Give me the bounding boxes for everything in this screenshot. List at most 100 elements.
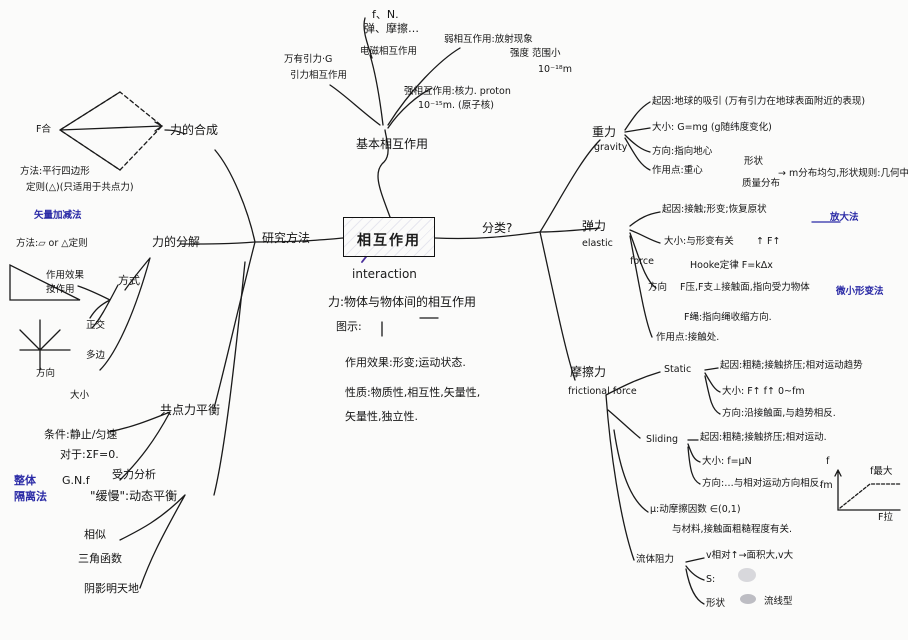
decomp-method: 方法:▱ or △定则 xyxy=(16,238,88,249)
gravity-title: 重力 xyxy=(592,125,617,139)
gravity-dir: 方向:指向地心 xyxy=(652,146,713,157)
center-subtitle: interaction xyxy=(352,267,417,281)
similar-text: 相似 xyxy=(84,528,106,541)
sliding-label: Sliding xyxy=(646,434,679,445)
decomp-branches xyxy=(77,284,119,329)
classification-label: 分类? xyxy=(482,221,513,235)
definition-text: 力:物体与物体间的相互作用 xyxy=(328,295,477,309)
top-elastic-friction: 弹、摩擦… xyxy=(364,22,419,35)
effect-text: 作用效果:形变;运动状态. xyxy=(345,356,466,369)
branch-right-friction xyxy=(539,231,576,381)
top-strong: 强相互作用:核力. proton xyxy=(404,86,511,97)
sliding-origin: 起因:粗糙;接触挤压;相对运动. xyxy=(700,432,827,443)
graph-f-label: f xyxy=(826,456,830,467)
fish-icon xyxy=(740,594,756,604)
elastic-origin: 起因:接触;形变;恢复原状 xyxy=(662,204,767,215)
composition-method: 方法:平行四边形 xyxy=(20,166,90,177)
top-gravity: 万有引力·G xyxy=(284,54,333,65)
direction-label: 方向 xyxy=(36,368,56,379)
gravity-size: 大小: G=mg (g随纬度变化) xyxy=(652,122,772,133)
decomp-axes xyxy=(19,319,71,371)
static-size: 大小: F↑ f↑ 0~fm xyxy=(722,386,805,397)
graph-f0-label: F拉 xyxy=(878,512,893,523)
decomp-link xyxy=(99,257,151,371)
hooke-law: Hooke定律 F=kΔx xyxy=(690,260,773,271)
branch-friction-mu xyxy=(613,429,649,513)
branch-friction-down xyxy=(605,394,635,561)
mu-text-2: 与材料,接触面粗糙程度有关. xyxy=(672,524,793,535)
branch-top-2 xyxy=(369,54,384,126)
top-weak-2: 强度 范围小 xyxy=(510,48,561,59)
formula-text: 对于:ΣF=0. xyxy=(60,448,119,461)
static-label: Static xyxy=(664,364,692,375)
equilibrium-title: 共点力平衡 xyxy=(160,403,221,417)
composition-vectors xyxy=(58,91,163,171)
vector-rule: 矢量加减法 xyxy=(34,210,82,221)
branch-left-decomp xyxy=(179,241,256,245)
fluid-s: S: xyxy=(706,574,716,585)
elastic-dir-label: 方向 xyxy=(648,282,668,293)
gravity-point: 作用点:重心 xyxy=(652,165,703,176)
elastic-dir-1: F压,F支⊥接触面,指向受力物体 xyxy=(680,282,810,293)
slow-text: "缓慢":动态平衡 xyxy=(90,489,178,503)
top-four: 基本相互作用 xyxy=(356,137,429,151)
composition-rule: 定则(△)(只适用于共点力) xyxy=(26,182,134,193)
analysis-text: 受力分析 xyxy=(112,468,156,481)
fluid-title: 流体阻力 xyxy=(636,554,675,565)
by-effect: 按作用 xyxy=(46,284,75,295)
gravity-sub xyxy=(624,101,651,171)
branch-top-5 xyxy=(363,17,373,59)
composition-link xyxy=(164,129,186,135)
friction-graph-curve xyxy=(839,483,901,509)
center-node: 相互作用 xyxy=(343,217,435,257)
mu-text: μ:动摩擦因数 ∈(0,1) xyxy=(650,504,741,515)
center-title: 相互作用 xyxy=(357,233,421,249)
sliding-size: 大小: f=μN xyxy=(702,456,752,467)
isolation-label: 隔离法 xyxy=(14,490,47,503)
branch-center-top xyxy=(377,129,391,218)
shape-label: 形状 xyxy=(744,156,764,167)
fluid-shape: 形状 xyxy=(706,598,726,609)
sliding-dir: 方向:…与相对运动方向相反. xyxy=(702,478,823,489)
static-sub xyxy=(704,367,721,415)
diagram-label: 图示: xyxy=(336,320,362,333)
effect-decomp: 作用效果 xyxy=(46,270,85,281)
branch-friction-sliding xyxy=(607,409,641,439)
top-strong-range: 10⁻¹⁵m. (原子核) xyxy=(418,100,494,111)
diagram-arrows xyxy=(381,317,439,337)
branch-top-3 xyxy=(387,87,433,129)
branch-center-left xyxy=(254,237,344,243)
elastic-point: 作用点:接触处. xyxy=(656,332,720,343)
top-gravity-2: 引力相互作用 xyxy=(290,70,348,81)
droplet-icon xyxy=(738,568,756,582)
composition-title: 力的合成 xyxy=(170,123,219,137)
elastic-en: elastic xyxy=(582,238,613,249)
gravity-origin: 起因:地球的吸引 (万有引力在地球表面附近的表现) xyxy=(652,96,866,107)
properties-text: 性质:物质性,相互性,矢量性, xyxy=(345,386,481,399)
branch-center-right xyxy=(434,231,541,240)
static-dir: 方向:沿接触面,与趋势相反. xyxy=(722,408,836,419)
streamline-label: 流线型 xyxy=(764,596,793,607)
top-em: 电磁相互作用 xyxy=(360,46,418,57)
mass-distribution-label: 质量分布 xyxy=(742,178,781,189)
static-origin: 起因:粗糙;接触挤压;相对运动趋势 xyxy=(720,360,863,371)
research-label: 研究方法 xyxy=(262,231,311,245)
branch-left-up xyxy=(214,149,256,243)
decomposition-title: 力的分解 xyxy=(152,235,201,249)
orthogonal-label: 正交 xyxy=(86,320,106,331)
force-word: force xyxy=(630,256,654,267)
properties-text-2: 矢量性,独立性. xyxy=(345,410,418,423)
shadow-text: 阴影明天地 xyxy=(84,582,139,595)
whole-label: 整体 xyxy=(14,474,36,487)
branch-right-gravity xyxy=(539,139,601,233)
friction-title: 摩擦力 xyxy=(570,365,607,379)
graph-fm-label: fm xyxy=(820,480,833,491)
way-label: 方式 xyxy=(118,274,140,287)
polygon-label: 多边 xyxy=(86,350,106,361)
branch-top-4 xyxy=(387,47,461,126)
friction-graph-axes xyxy=(834,469,901,511)
amplify-label: 放大法 xyxy=(830,212,859,223)
elastic-title: 弹力 xyxy=(582,219,607,233)
gravity-en: gravity xyxy=(594,142,628,153)
resultant-label: F合 xyxy=(36,124,51,135)
